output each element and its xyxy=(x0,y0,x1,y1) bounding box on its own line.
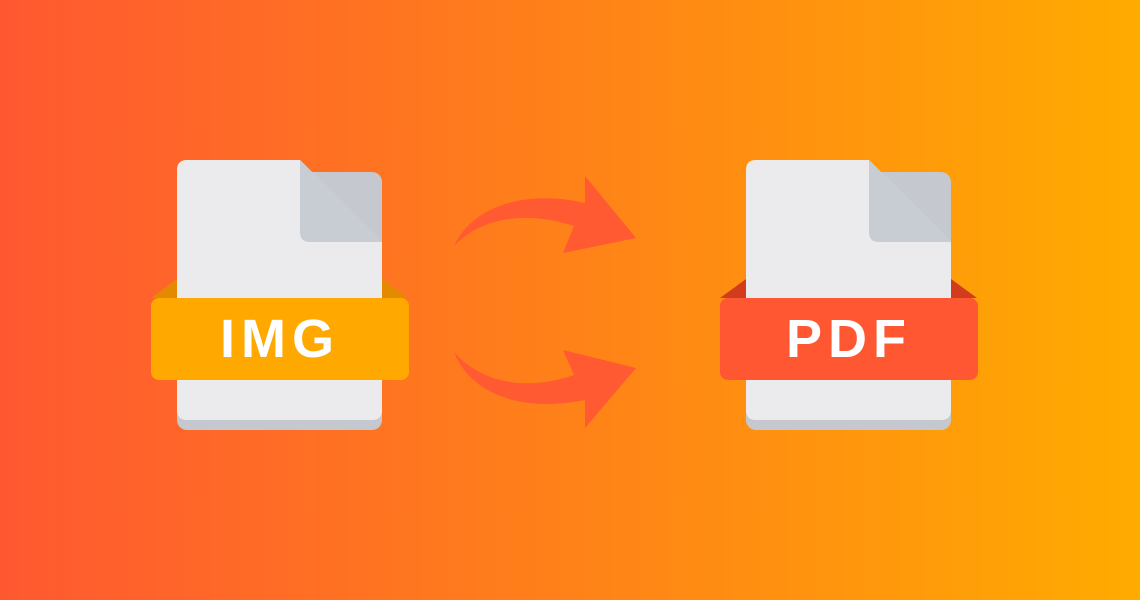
img-label: IMG xyxy=(220,309,340,369)
convert-arrows-icon xyxy=(454,176,636,428)
image-file-icon xyxy=(151,160,409,430)
arrow-lower xyxy=(454,350,636,428)
arrow-upper xyxy=(454,176,636,253)
pdf-label: PDF xyxy=(786,309,912,369)
pdf-file-icon xyxy=(720,160,978,430)
